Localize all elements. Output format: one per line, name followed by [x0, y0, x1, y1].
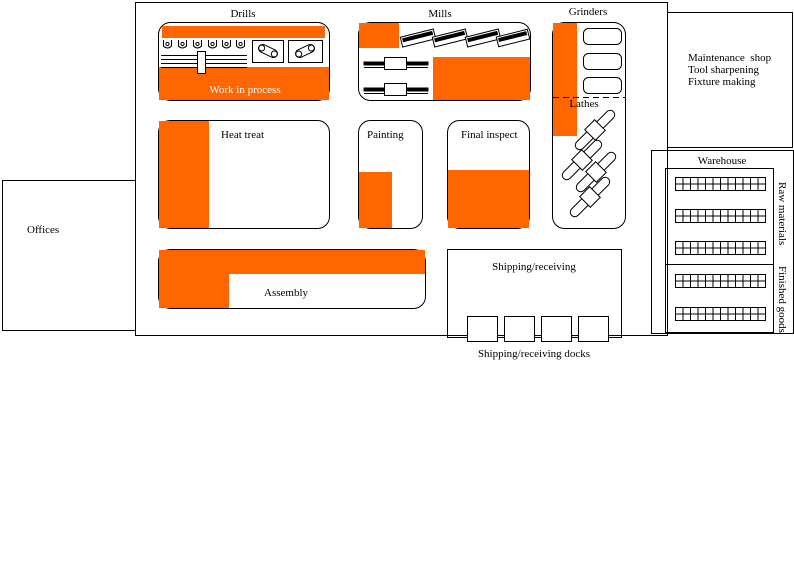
- offices-outline: [2, 180, 136, 331]
- assembly-wip-left: [159, 250, 229, 308]
- dock-door: [467, 316, 498, 342]
- mills-cell: Mills: [358, 8, 531, 101]
- drill-press: [178, 40, 187, 49]
- maintenance-shop: Maintenance shop Tool sharpening Fixture…: [688, 52, 772, 88]
- grinders-lathes-cell: Grinders Lathes: [552, 6, 626, 229]
- lathe: [569, 176, 611, 218]
- shipping-receiving-area: Shipping/receiving Shipping/receiving do…: [467, 261, 609, 360]
- milling-machine: [464, 28, 502, 48]
- drills-wip-strip-top: [162, 26, 325, 38]
- drill-press: [208, 40, 217, 49]
- milling-machine: [431, 28, 469, 48]
- finished-goods-zone: [665, 264, 774, 333]
- final-inspect-label: Final inspect: [461, 129, 518, 141]
- grinders-wip-strip: [553, 23, 577, 136]
- storage-rack: [675, 274, 766, 288]
- drill-press: [193, 40, 202, 49]
- milling-machine: [399, 28, 437, 48]
- drill-press: [236, 40, 245, 49]
- fixture-box-2: [288, 40, 323, 63]
- raw-materials-label: Raw materials: [776, 182, 788, 245]
- work-in-process-label: Work in process: [209, 84, 280, 96]
- lathes-label: Lathes: [569, 98, 598, 110]
- drills-label: Drills: [230, 8, 255, 20]
- surface-mill-2: [363, 83, 429, 96]
- storage-rack: [675, 307, 766, 321]
- mills-wip-corner: [359, 23, 399, 48]
- shipping-receiving-label: Shipping/receiving: [492, 261, 576, 273]
- storage-rack: [675, 209, 766, 223]
- grinder-machine: [583, 28, 622, 45]
- lathe-machines: [561, 109, 617, 218]
- drill-workbench: [161, 51, 247, 74]
- grinders-label: Grinders: [569, 6, 608, 18]
- maintenance-line-2: Tool sharpening: [688, 64, 760, 76]
- maintenance-line-3: Fixture making: [688, 76, 756, 88]
- heat-treat-wip: [159, 121, 209, 228]
- painting-wip: [359, 172, 392, 228]
- dock-door: [578, 316, 609, 342]
- storage-racks: [675, 177, 766, 321]
- final-inspect-wip: [448, 170, 529, 228]
- heat-treat-cell: Heat treat: [158, 120, 330, 229]
- maintenance-outline: [667, 12, 793, 148]
- drills-wip-area: [159, 67, 329, 100]
- assembly-label: Assembly: [264, 287, 309, 299]
- maintenance-line-1: Maintenance shop: [688, 52, 772, 64]
- lathe: [574, 109, 616, 151]
- grinder-machine: [583, 53, 622, 70]
- warehouse: Warehouse Raw materials Finished goods: [665, 155, 788, 333]
- painting-cell: Painting: [358, 120, 423, 229]
- drill-press: [222, 40, 231, 49]
- lathe: [575, 151, 617, 193]
- drill-presses: [163, 40, 245, 49]
- offices-label: Offices: [27, 224, 59, 236]
- lathe: [561, 139, 603, 181]
- dock-door: [541, 316, 572, 342]
- mills-label: Mills: [428, 8, 451, 20]
- mills-wip-area: [433, 57, 530, 100]
- finished-goods-label: Finished goods: [776, 266, 788, 333]
- heat-treat-label: Heat treat: [221, 129, 264, 141]
- fixture-box-1: [252, 40, 284, 63]
- milling-machines: [399, 28, 531, 48]
- storage-rack: [675, 241, 766, 255]
- warehouse-label: Warehouse: [698, 155, 747, 167]
- drill-press: [163, 40, 172, 49]
- final-inspect-cell: Final inspect: [447, 120, 530, 229]
- assembly-cell: Assembly: [158, 249, 426, 309]
- dock-door: [504, 316, 535, 342]
- surface-mill-1: [363, 57, 429, 70]
- painting-label: Painting: [367, 129, 404, 141]
- milling-machine: [495, 28, 531, 48]
- drills-cell: Drills Work in process: [158, 8, 330, 101]
- storage-rack: [675, 177, 766, 191]
- shipping-docks-label: Shipping/receiving docks: [478, 348, 590, 360]
- grinder-machine: [583, 77, 622, 94]
